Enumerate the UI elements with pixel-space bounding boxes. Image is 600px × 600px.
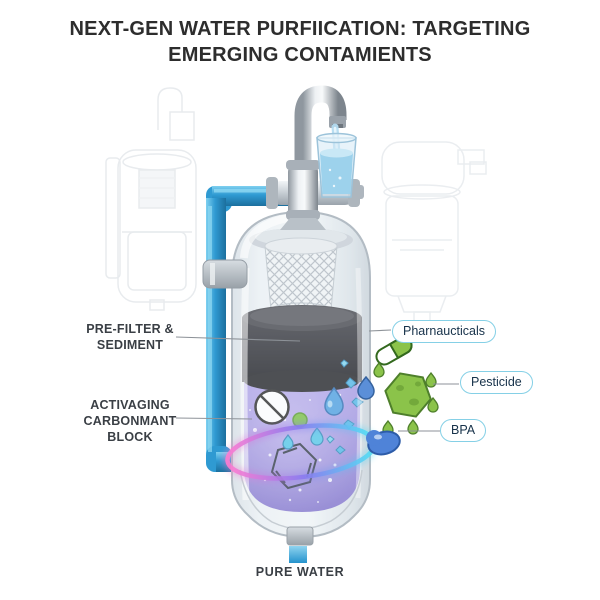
pesticide-blob-icon [373, 361, 439, 436]
badge-bpa: BPA [440, 419, 487, 442]
ghost-filter-outline-right [381, 141, 487, 325]
ghost-filter-outline-left [105, 87, 197, 311]
bpa-blob-icon [366, 430, 401, 456]
contaminant-cluster [357, 336, 439, 456]
bpa-droplet-icon [357, 375, 375, 400]
carbon-block [242, 305, 362, 382]
leader-carbon-block [175, 417, 253, 420]
title-line-2: EMERGING CONTAMIENTS [168, 44, 432, 66]
badge-pharmaceuticals: Pharnaucticals [392, 320, 496, 343]
water-glass-icon [316, 132, 357, 198]
pipe-clamp-highlight [210, 263, 215, 285]
canister-glass-overlay [231, 210, 371, 539]
badge-pesticide: Pesticide [460, 371, 533, 394]
water-droplet-icon [282, 386, 344, 450]
leader-lines [175, 329, 459, 432]
outlet-pipe [286, 526, 314, 563]
title-line-1: NEXT-GEN WATER PURFIICATION: TARGETING [69, 18, 531, 40]
leader-pre-filter [175, 336, 301, 342]
page-title: NEXT-GEN WATER PURFIICATION: TARGETING E… [0, 16, 600, 68]
prohibition-icon [254, 389, 290, 425]
leader-pharmaceuticals [368, 329, 392, 332]
label-pure-water: PURE WATER [255, 565, 345, 579]
pipe-clamp [202, 259, 248, 289]
label-activated-carbon-block: ACTIVAGING CARBONMANT BLOCK [83, 398, 177, 444]
label-pre-filter-sediment: PRE-FILTER & SEDIMENT [86, 322, 174, 352]
